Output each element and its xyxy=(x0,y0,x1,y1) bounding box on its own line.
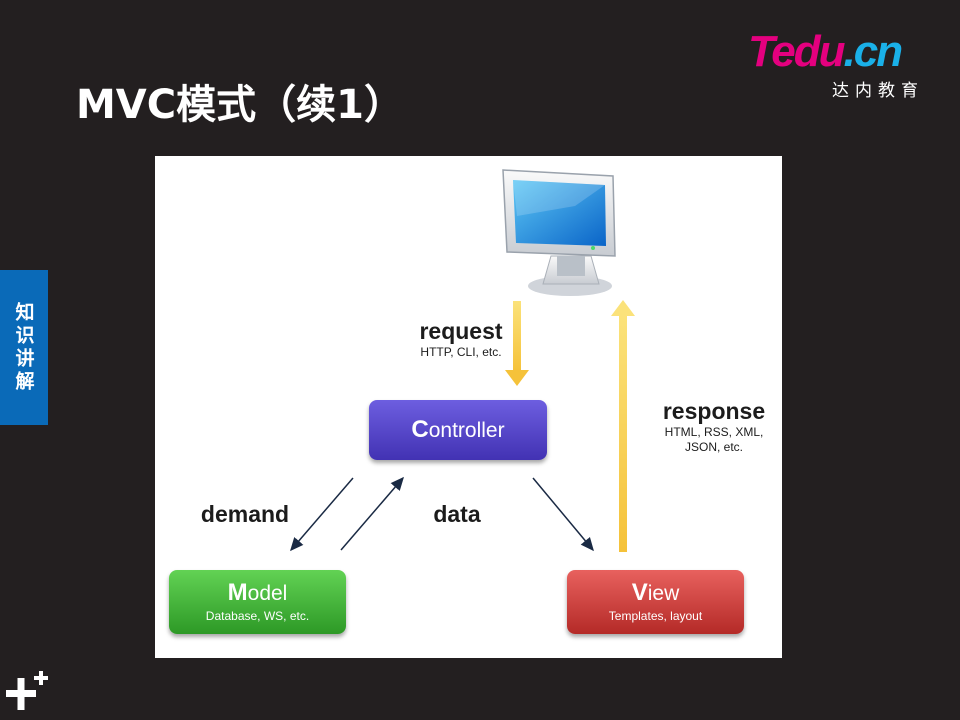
logo-cn: cn xyxy=(853,27,903,76)
tedu-logo: Tedu.cn 达内教育 xyxy=(748,27,938,102)
data-text: data xyxy=(433,501,481,527)
view-subtitle: Templates, layout xyxy=(608,609,703,623)
response-subtitle-line1: HTML, RSS, XML, xyxy=(664,425,764,439)
slide-title: MVC模式（续1） xyxy=(76,82,404,128)
request-arrow xyxy=(505,301,529,386)
view-name: View xyxy=(632,581,680,606)
request-title: request xyxy=(419,318,503,344)
controller-to-model-arrow xyxy=(290,477,354,552)
controller-to-view-arrow xyxy=(532,477,594,552)
model-subtitle: Database, WS, etc. xyxy=(205,609,310,623)
model-initial: M xyxy=(227,579,248,606)
response-title: response xyxy=(662,398,766,424)
view-rest: iew xyxy=(647,582,680,605)
side-tab-label: 知识讲解 xyxy=(12,301,35,394)
view-box: View Templates, layout xyxy=(567,570,744,634)
logo-t: T xyxy=(748,27,773,76)
data-label: data xyxy=(417,501,497,528)
model-to-controller-arrow xyxy=(340,476,404,551)
logo-wordmark: Tedu.cn xyxy=(748,27,903,76)
demand-text: demand xyxy=(200,501,290,527)
controller-rest: ontroller xyxy=(428,418,505,442)
computer-monitor-icon xyxy=(502,169,616,296)
logo-subtitle: 达内教育 xyxy=(832,81,924,101)
model-rest: odel xyxy=(247,582,288,605)
mvc-diagram: request HTTP, CLI, etc. response HTML, R… xyxy=(155,156,782,658)
request-subtitle: HTTP, CLI, etc. xyxy=(420,345,502,359)
model-name: Model xyxy=(228,581,288,606)
view-initial: V xyxy=(631,579,648,606)
demand-label: demand xyxy=(185,501,305,528)
response-label: response HTML, RSS, XML, JSON, etc. xyxy=(649,398,779,455)
controller-box: Controller xyxy=(369,400,547,460)
model-box: Model Database, WS, etc. xyxy=(169,570,346,634)
controller-name: Controller xyxy=(411,415,505,443)
plus-logo-icon xyxy=(6,671,48,710)
side-tab-knowledge: 知识讲解 xyxy=(0,270,48,425)
request-label: request HTTP, CLI, etc. xyxy=(391,318,531,360)
response-subtitle-line2: JSON, etc. xyxy=(684,440,743,454)
controller-initial: C xyxy=(411,415,429,443)
logo-dot: . xyxy=(843,27,855,76)
response-arrow xyxy=(611,300,635,552)
logo-edu: edu xyxy=(771,27,845,76)
diagram-graphics xyxy=(290,169,635,552)
